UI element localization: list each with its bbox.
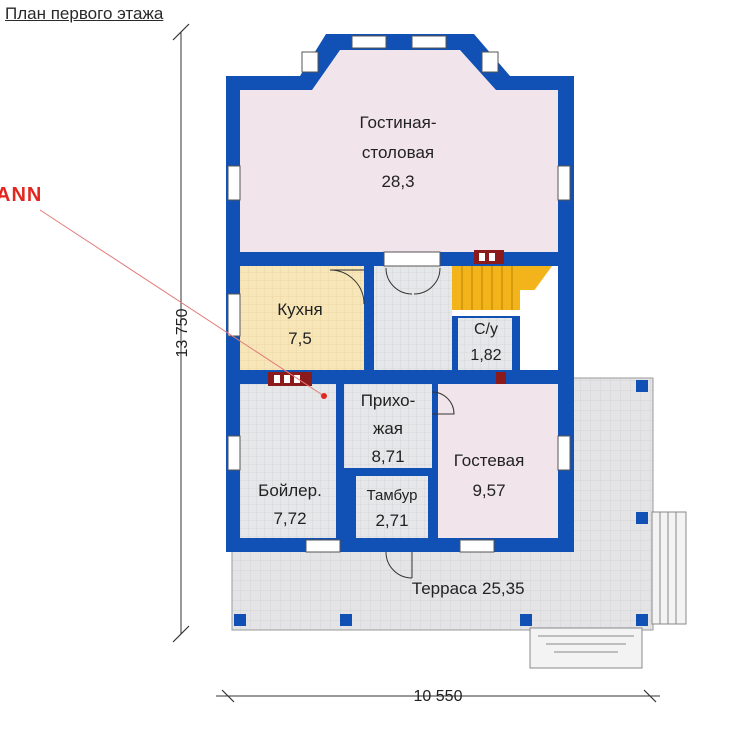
living-label-line2: столовая — [362, 143, 434, 162]
guest-label: Гостевая — [454, 451, 525, 470]
pointer-line — [39, 209, 327, 399]
kitchen-area: 7,5 — [288, 329, 312, 348]
chimney-vents — [268, 250, 506, 386]
height-dimension-label: 13 750 — [174, 308, 191, 357]
height-dimension — [172, 23, 190, 643]
hall-label-line1: Прихо- — [361, 391, 416, 410]
width-dimension-label: 10 550 — [414, 688, 463, 705]
wc-label: С/у — [474, 321, 498, 338]
room-guest: Гостевая 9,57 — [454, 451, 525, 500]
wc-area: 1,82 — [470, 347, 501, 364]
terrace-label: Терраса — [412, 579, 478, 598]
vestibule-area: 2,71 — [375, 511, 408, 530]
kitchen-label: Кухня — [277, 300, 323, 319]
living-area: 28,3 — [381, 172, 414, 191]
windows — [227, 35, 571, 553]
room-hall: Прихо- жая 8,71 — [361, 391, 416, 466]
room-boiler: Бойлер. 7,72 — [258, 481, 322, 528]
hall-label-line2: жая — [373, 419, 403, 438]
brand-logo-text: ANN — [0, 184, 43, 206]
terrace-area: 25,35 — [482, 579, 525, 598]
hall-area: 8,71 — [371, 447, 404, 466]
room-terrace: Терраса 25,35 — [412, 579, 525, 598]
width-dimension — [216, 689, 660, 703]
boiler-label: Бойлер. — [258, 481, 322, 500]
living-label-line1: Гостиная- — [359, 113, 436, 132]
boiler-area: 7,72 — [273, 509, 306, 528]
room-vestibule: Тамбур 2,71 — [367, 487, 418, 530]
vestibule-label: Тамбур — [367, 487, 418, 504]
house-walls — [226, 34, 574, 552]
room-living: Гостиная- столовая 28,3 — [359, 113, 436, 191]
doors — [329, 267, 455, 579]
room-wc: С/у 1,82 — [470, 321, 501, 364]
plan-title: План первого этажа — [5, 4, 164, 23]
guest-area: 9,57 — [472, 481, 505, 500]
room-kitchen: Кухня 7,5 — [277, 300, 323, 348]
